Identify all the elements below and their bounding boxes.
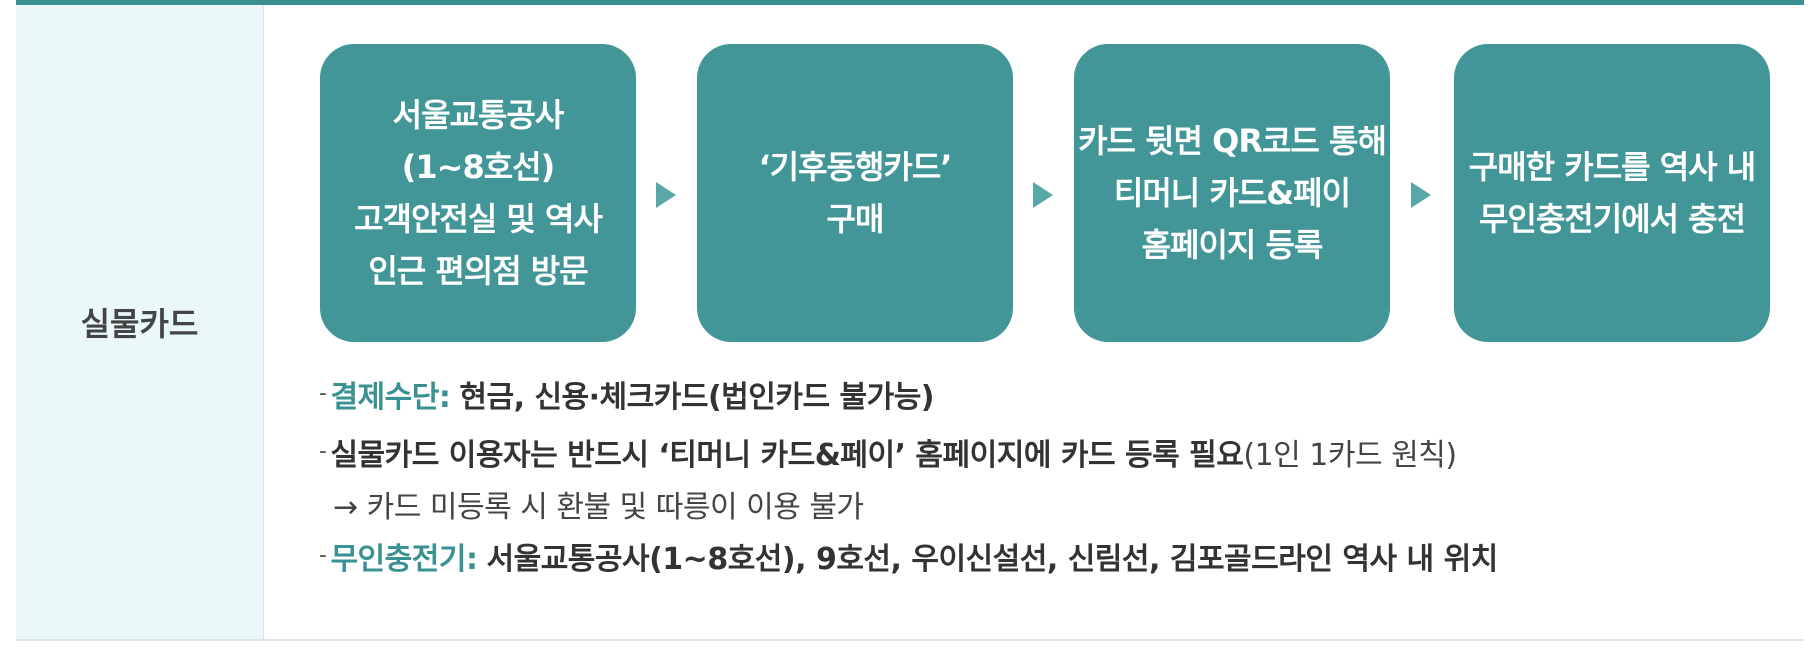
charger-label: 무인충전기: [330, 542, 478, 577]
note-registration-sub: → 카드 미등록 시 환불 및 따릉이 이용 불가 [333, 490, 864, 525]
table-top-border [16, 0, 1804, 5]
info-table: 실물카드 서울교통공사 (1~8호선) 고객안전실 및 역사 인근 편의점 방문… [16, 0, 1804, 641]
dash-bullet: - [319, 543, 327, 568]
step-purchase-card: ‘기후동행카드’ 구매 [697, 44, 1013, 342]
note-payment: -결제수단: 현금, 신용·체크카드(법인카드 불가능) [319, 378, 1799, 436]
arrow-right-icon [656, 182, 676, 208]
step-charge-card: 구매한 카드를 역사 내 무인충전기에서 충전 [1454, 44, 1770, 342]
payment-text: 현금, 신용·체크카드(법인카드 불가능) [459, 380, 935, 415]
step-register-card: 카드 뒷면 QR코드 통해 티머니 카드&페이 홈페이지 등록 [1074, 44, 1390, 342]
arrow-right-icon [1033, 182, 1053, 208]
note-registration: -실물카드 이용자는 반드시 ‘티머니 카드&페이’ 홈페이지에 카드 등록 필… [319, 436, 1799, 488]
notes-list: -결제수단: 현금, 신용·체크카드(법인카드 불가능) -실물카드 이용자는 … [319, 378, 1799, 598]
table-bottom-border [16, 639, 1804, 641]
payment-label: 결제수단: [330, 380, 451, 415]
registration-note: (1인 1카드 원칙) [1243, 438, 1457, 473]
dash-bullet: - [319, 439, 327, 464]
row-header-physical-card: 실물카드 [16, 5, 264, 639]
row-content: 서울교통공사 (1~8호선) 고객안전실 및 역사 인근 편의점 방문 ‘기후동… [265, 5, 1804, 639]
registration-text: 실물카드 이용자는 반드시 ‘티머니 카드&페이’ 홈페이지에 카드 등록 필요 [330, 438, 1244, 473]
charger-text: 서울교통공사(1~8호선), 9호선, 우이신설선, 신림선, 김포골드라인 역… [486, 542, 1499, 577]
dash-bullet: - [319, 381, 327, 406]
note-charger: -무인충전기: 서울교통공사(1~8호선), 9호선, 우이신설선, 신림선, … [319, 540, 1799, 598]
step-visit-store: 서울교통공사 (1~8호선) 고객안전실 및 역사 인근 편의점 방문 [320, 44, 636, 342]
process-steps: 서울교통공사 (1~8호선) 고객안전실 및 역사 인근 편의점 방문 ‘기후동… [320, 44, 1770, 342]
arrow-right-icon [1411, 182, 1431, 208]
